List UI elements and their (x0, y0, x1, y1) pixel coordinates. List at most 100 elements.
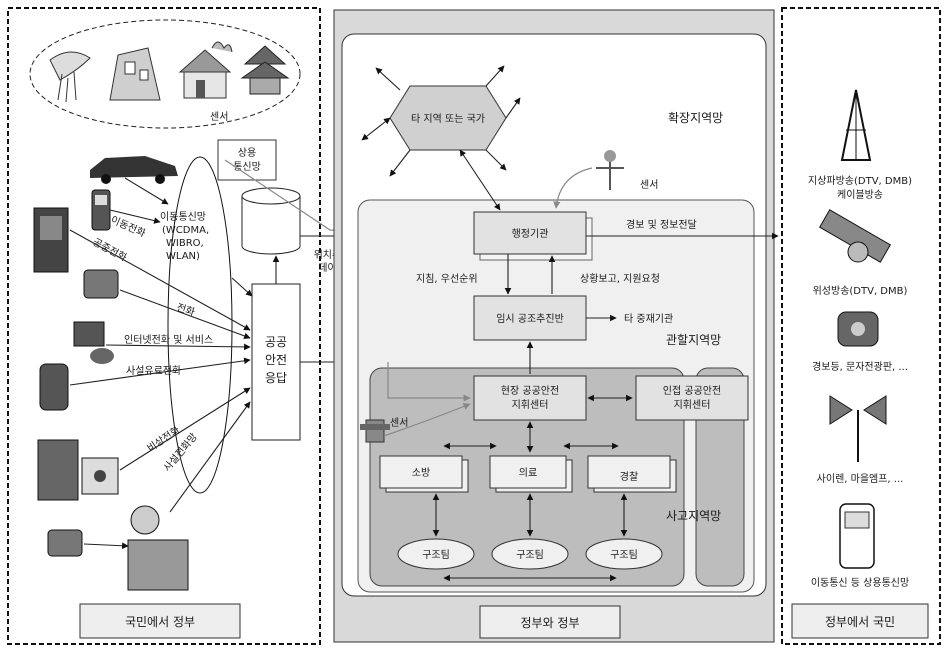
hex-link-1 (361, 117, 391, 141)
rescue-team-3-label: 구조팀 (610, 549, 638, 561)
phone-link (119, 289, 251, 340)
car-link (124, 177, 169, 205)
psap-line3: 응답 (265, 371, 287, 385)
psap-line1: 공공 (265, 335, 287, 349)
payphone-icon (39, 363, 69, 411)
other-region-label: 타 지역 또는 국가 (411, 113, 485, 125)
citizen-to-gov-label-box (79, 603, 241, 639)
person-calling-icon (127, 505, 189, 591)
gov-to-citizen-label: 정부에서 국민 (825, 615, 895, 629)
mobile-net-line4: WLAN) (166, 251, 200, 262)
desk-phone-icon (83, 269, 119, 299)
mobile-net-line1: 이동통신망 (160, 211, 206, 223)
adjacent-command-box (635, 375, 749, 421)
psap-line2: 안전 (265, 353, 287, 367)
weather-sensor-link (553, 167, 593, 209)
police-box (587, 455, 671, 489)
link-label-private-pay: 사설유료전화 (126, 365, 181, 377)
mobile-network-ellipse (167, 156, 233, 494)
medical-label: 의료 (519, 467, 537, 479)
fire-box (379, 455, 463, 489)
commercial-net-line2: 통신망 (233, 161, 261, 173)
guidance-label: 지침, 우선순위 (416, 272, 478, 285)
pagoda-icon (240, 45, 290, 95)
police-label: 경찰 (620, 470, 638, 483)
hex-link-3 (389, 149, 411, 177)
temp-team-box (473, 295, 587, 341)
car-icon (90, 156, 178, 184)
citizen-to-gov-label: 국민에서 정부 (125, 615, 195, 629)
rescue-team-3 (585, 538, 663, 570)
disaster-scene-ellipse (29, 19, 301, 129)
link-label-internet: 인터넷전화 및 서비스 (124, 334, 213, 346)
hex-link-4 (485, 65, 505, 87)
admin-agency-box (473, 211, 587, 255)
onsite-command-box (473, 375, 587, 421)
right-item-1-line2: 케이블방송 (837, 189, 883, 201)
mobile-net-line2: (WCDMA, (162, 225, 209, 236)
right-item-1-line1: 지상파방송(DTV, DMB) (808, 175, 912, 187)
internet-phone-link (105, 343, 251, 351)
right-item-2: 위성방송(DTV, DMB) (813, 284, 908, 297)
hydrant-link (383, 403, 471, 437)
weather-sensor-icon (596, 150, 624, 190)
telephone-icon (47, 529, 83, 557)
extended-network-label: 확장지역망 (668, 111, 723, 125)
database-icon (241, 187, 301, 255)
private-pay-link (69, 357, 251, 386)
hex-link-5 (505, 97, 521, 119)
computer-icon (73, 321, 114, 364)
link-label-phone: 전화 (175, 301, 196, 318)
medical-box (489, 455, 567, 489)
temp-team-label: 임시 공조추진반 (496, 312, 564, 325)
mobile-phone-icon (91, 189, 111, 231)
other-central-label: 타 중재기관 (624, 313, 673, 325)
scene-sensor-label: 센서 (210, 111, 228, 123)
gov-to-gov-label: 정부와 정부 (520, 616, 579, 630)
admin-agency-label: 행정기관 (512, 228, 549, 240)
jurisdiction-network-label: 관할지역망 (666, 333, 721, 347)
public-safety-answer-box (251, 283, 301, 441)
incident-network-label: 사고지역망 (666, 509, 721, 523)
rescue-team-1 (397, 538, 475, 570)
telephone-link (83, 542, 129, 550)
right-item-3: 경보등, 문자전광판, ... (812, 360, 908, 373)
private-net-link (169, 401, 251, 513)
hex-link-2 (375, 67, 401, 91)
rescue-team-2 (491, 538, 569, 570)
emergency-phone-link (119, 387, 251, 471)
hydrant-sensor-label: 센서 (390, 417, 408, 429)
hex-to-admin (459, 149, 501, 211)
psap-to-onsite-arrow (387, 362, 471, 402)
weather-sensor-label: 센서 (640, 179, 658, 191)
adjacent-incident-area (695, 367, 745, 587)
status-report-label: 상황보고, 지원요청 (580, 273, 660, 285)
rescue-team-2-label: 구조팀 (516, 549, 544, 561)
mobile-net-to-psap (231, 277, 253, 297)
burning-house-icon (178, 41, 233, 99)
onsite-line2: 지휘센터 (512, 399, 549, 411)
gov-to-citizen-label-box (791, 603, 929, 639)
broadcast-tower-icon (840, 89, 872, 161)
hydrant-sensor-icon (360, 419, 390, 443)
rescue-team-1-label: 구조팀 (422, 549, 450, 561)
public-phone-link (69, 229, 251, 331)
gov-to-gov-label-box (479, 605, 621, 639)
emergency-phone-icon (37, 439, 119, 501)
right-item-5: 이동통신 등 상용통신망 (811, 577, 909, 589)
right-item-4: 사이렌, 마을엠프, ... (817, 473, 904, 485)
siren-icon (829, 395, 887, 462)
onsite-line1: 현장 공공안전 (501, 385, 559, 397)
warning-light-icon (837, 311, 879, 347)
warning-info-label: 경보 및 정보전달 (626, 218, 697, 231)
storm-icon (49, 51, 91, 103)
cell-phone-icon (839, 503, 875, 569)
adjacent-line2: 지휘센터 (674, 399, 711, 411)
fire-label: 소방 (412, 467, 430, 479)
commercial-net-box (217, 139, 277, 181)
phone-booth-icon (33, 207, 69, 273)
mobile-net-line3: WIBRO, (166, 238, 204, 249)
mobile-link (109, 209, 161, 224)
collapsed-building-icon (109, 47, 161, 101)
